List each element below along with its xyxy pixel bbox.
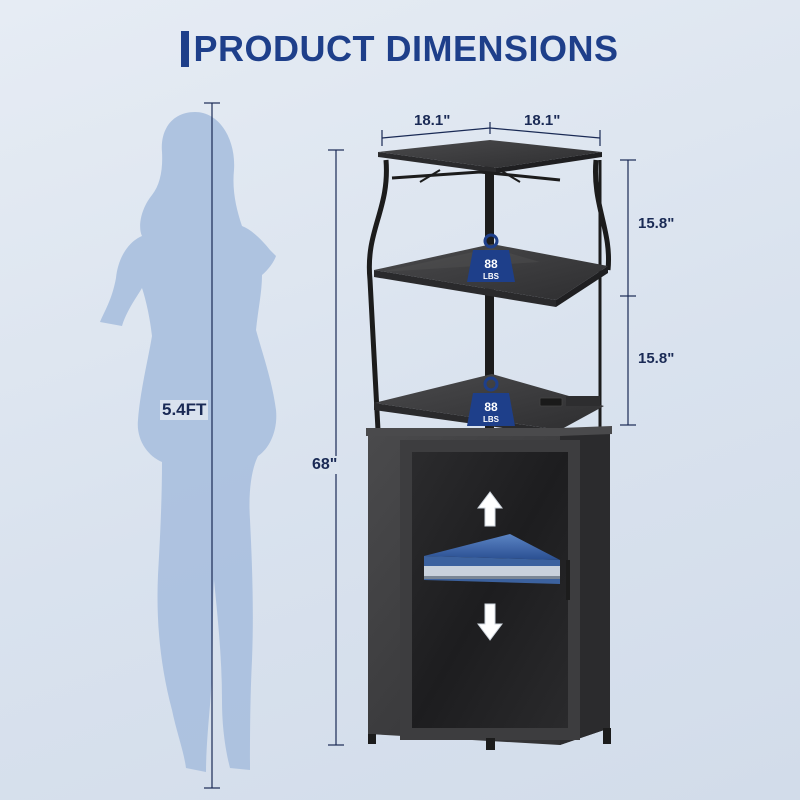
width-dimension (381, 122, 601, 146)
corner-cabinet (366, 140, 612, 750)
person-silhouette (100, 112, 277, 772)
title-banner: PRODUCT DIMENSIONS (0, 24, 800, 74)
weight-icon (467, 376, 515, 426)
badge-value-1: 88 (484, 257, 498, 271)
total-height-dimension (328, 149, 344, 746)
weight-icon (467, 233, 515, 282)
arrow-up-icon (477, 491, 503, 527)
person-height-dimension (204, 102, 220, 789)
arrow-down-icon (477, 603, 503, 641)
total-height-label: 68" (310, 456, 340, 474)
shelf-gap-bottom-label: 15.8" (638, 350, 675, 367)
badge-value-2: 88 (484, 400, 498, 414)
width-left-label: 18.1" (414, 112, 451, 129)
shelf-gap-top-label: 15.8" (638, 215, 675, 232)
person-height-label: 5.4FT (160, 400, 209, 420)
badge-unit-1: LBS (483, 272, 500, 281)
title-accent-bar (181, 31, 190, 67)
width-right-label: 18.1" (524, 112, 561, 129)
shelf-gap-dimension (620, 159, 636, 426)
page-title: PRODUCT DIMENSIONS (193, 28, 619, 69)
badge-unit-2: LBS (483, 415, 500, 424)
